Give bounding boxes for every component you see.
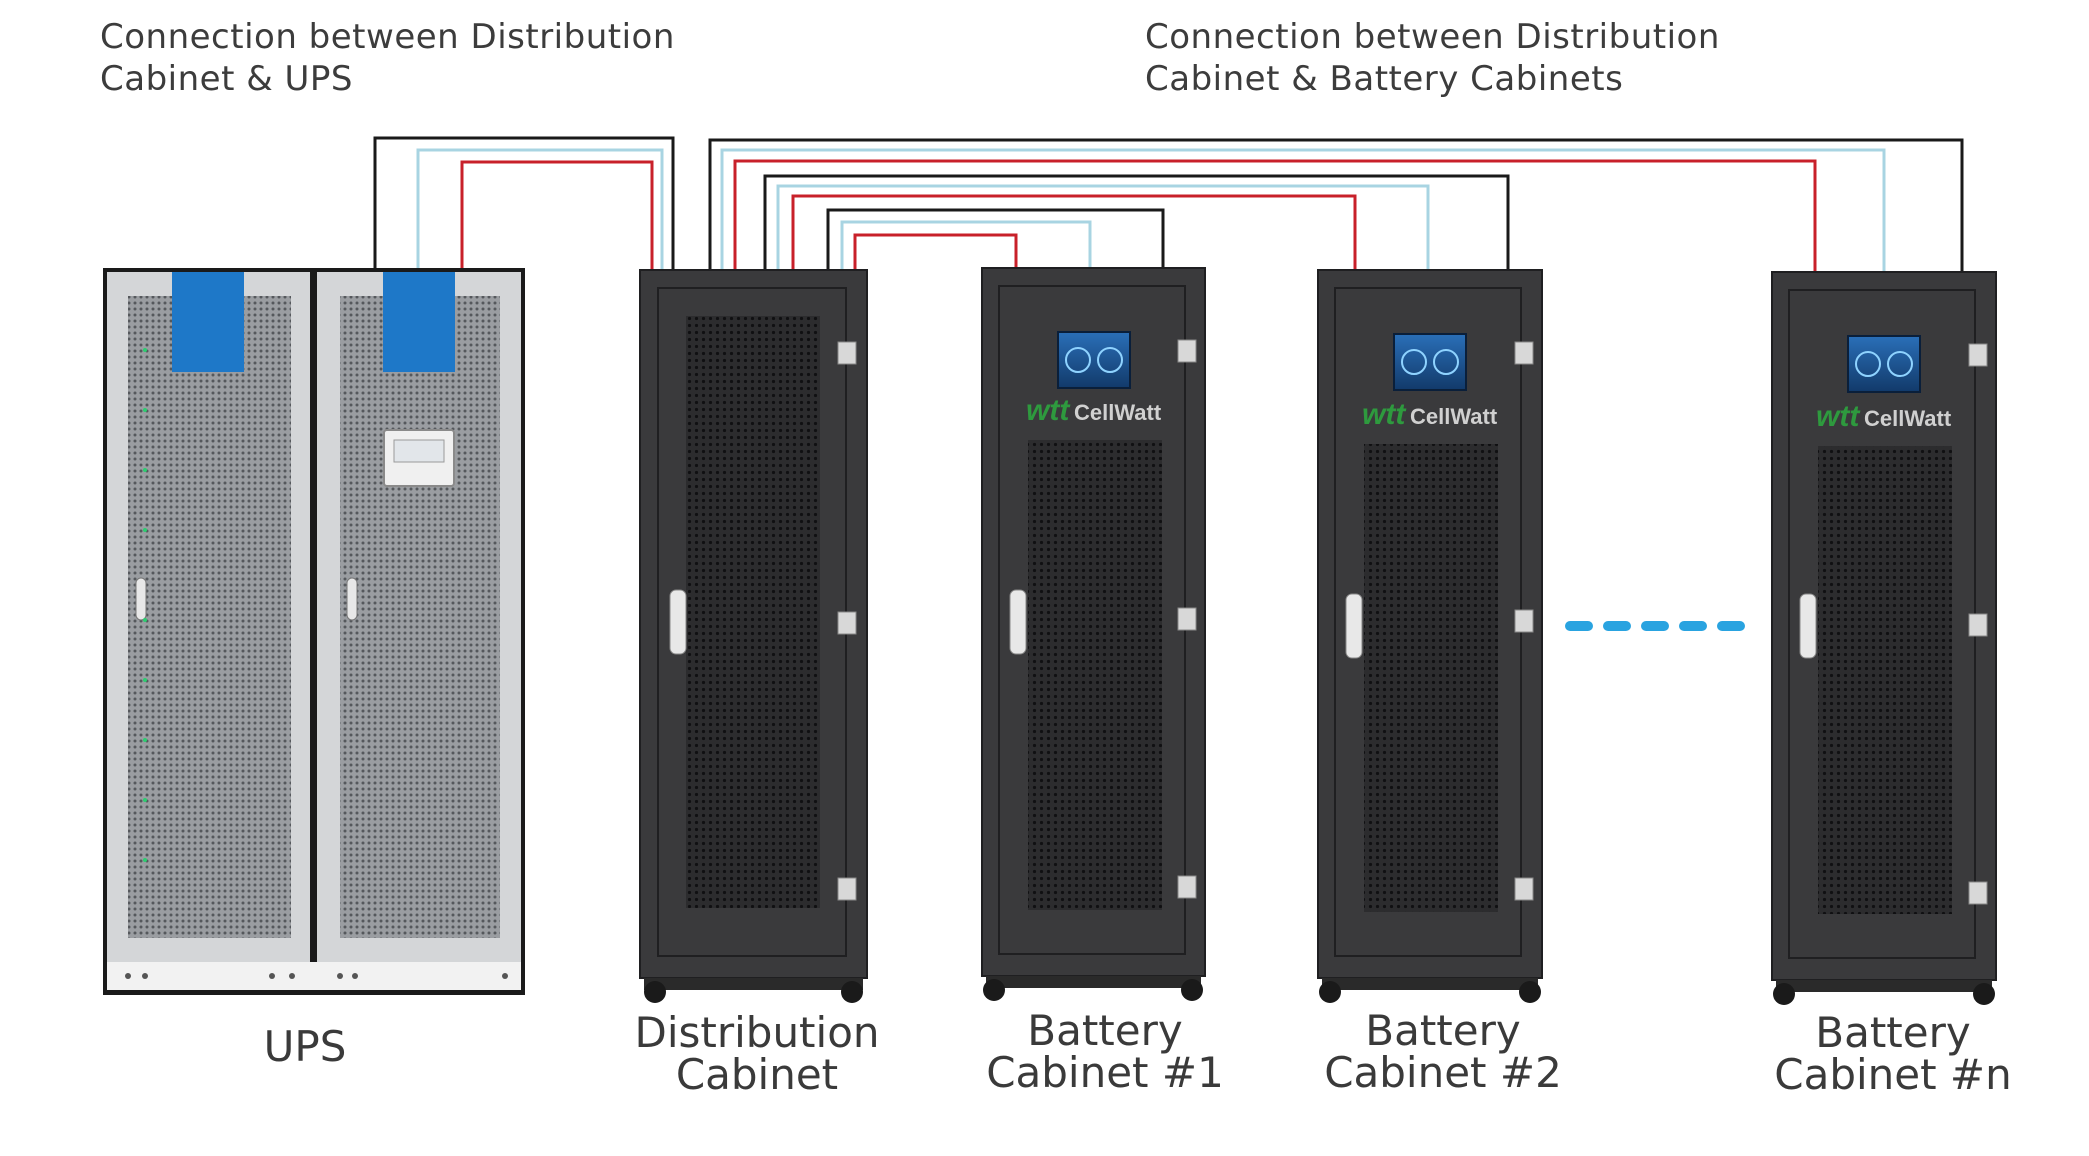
cable-black — [763, 174, 1510, 272]
cable-red — [460, 160, 654, 272]
cable-black — [708, 138, 1964, 272]
heading-battery-connection-line1: Connection between Distribution — [1145, 17, 1720, 57]
label-battery-cabinet-n: Battery Cabinet #n — [1774, 1012, 2011, 1096]
label-batteryn-line2: Cabinet #n — [1774, 1050, 2012, 1099]
heading-ups-connection-line2: Cabinet & UPS — [100, 59, 353, 99]
ups-cabinet — [103, 268, 525, 995]
cable-light-blue — [776, 184, 1430, 272]
battery-cabinet-1: wtt CellWatt — [981, 267, 1206, 1001]
door-handle — [1345, 593, 1363, 659]
cable-red — [733, 159, 1817, 272]
cable-light-blue — [720, 148, 1886, 272]
label-batteryn-line1: Battery — [1815, 1008, 1971, 1057]
logo-mark: wtt — [1816, 400, 1861, 433]
distribution-cabinet — [639, 269, 868, 1003]
bms-screen — [1847, 335, 1921, 393]
label-battery2-line1: Battery — [1365, 1006, 1521, 1055]
label-ups-text: UPS — [263, 1022, 347, 1071]
ups-cables — [373, 136, 675, 272]
door-handle — [669, 589, 687, 655]
heading-battery-connection: Connection between Distribution Cabinet … — [1145, 16, 1720, 100]
label-battery1-line2: Cabinet #1 — [986, 1048, 1224, 1097]
door-handle — [1009, 589, 1027, 655]
battery-cabinet-2: wtt CellWatt — [1317, 269, 1543, 1003]
label-battery1-line1: Battery — [1027, 1006, 1183, 1055]
ups-blue-panel — [172, 272, 244, 372]
cable-light-blue — [416, 148, 664, 272]
ups-door-handle — [135, 577, 147, 621]
logo-mark: wtt — [1026, 394, 1071, 427]
cable-black — [826, 208, 1165, 272]
battery-cabinet-n: wtt CellWatt — [1771, 271, 1997, 1005]
logo-text: CellWatt — [1074, 400, 1162, 425]
heading-ups-connection-line1: Connection between Distribution — [100, 17, 675, 57]
bms-screen — [1057, 331, 1131, 389]
logo-mark: wtt — [1362, 398, 1407, 431]
label-battery-cabinet-2: Battery Cabinet #2 — [1324, 1010, 1562, 1094]
label-battery-cabinet-1: Battery Cabinet #1 — [986, 1010, 1224, 1094]
label-battery2-line2: Cabinet #2 — [1324, 1048, 1562, 1097]
battery-cables — [708, 138, 1964, 272]
heading-ups-connection: Connection between Distribution Cabinet … — [100, 16, 675, 100]
label-distribution-line1: Distribution — [634, 1008, 880, 1057]
cable-light-blue — [840, 220, 1092, 272]
logo-text: CellWatt — [1864, 406, 1952, 431]
label-distribution-cabinet: Distribution Cabinet — [634, 1012, 879, 1096]
heading-battery-connection-line2: Cabinet & Battery Cabinets — [1145, 59, 1624, 99]
ups-blue-panel — [383, 272, 455, 372]
ups-door-handle — [346, 577, 358, 621]
logo-text: CellWatt — [1410, 404, 1498, 429]
cable-black — [373, 136, 675, 272]
cable-red — [853, 233, 1018, 272]
cable-red — [791, 194, 1357, 272]
door-handle — [1799, 593, 1817, 659]
bms-screen — [1393, 333, 1467, 391]
label-ups: UPS — [264, 1026, 347, 1068]
label-distribution-line2: Cabinet — [675, 1050, 839, 1099]
